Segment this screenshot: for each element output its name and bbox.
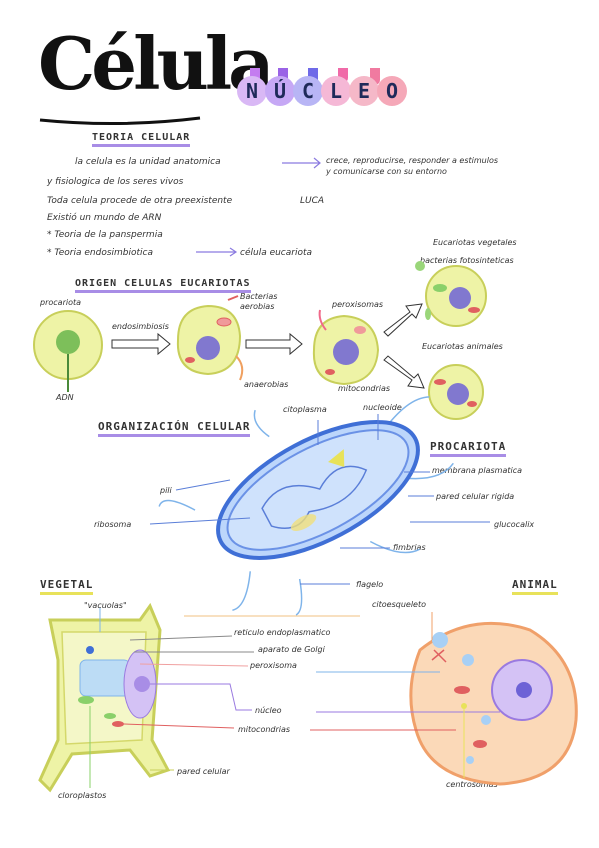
veg-vacuolas-label: "vacuolas" bbox=[84, 601, 127, 610]
org-ribosoma-label: ribosoma bbox=[94, 520, 132, 529]
nucleo-letter: O bbox=[377, 76, 407, 106]
origen-heading: ORIGEN CELULAS EUCARIOTAS bbox=[75, 278, 251, 293]
teoria-line1a: la celula es la unidad anatomica bbox=[75, 157, 221, 167]
origen-mitocondrias-label: mitocondrias bbox=[338, 384, 391, 393]
veg-golgi-label: aparato de Golgi bbox=[258, 645, 325, 654]
origen-endosimbiosis-label: endosimbiosis bbox=[112, 322, 169, 331]
nucleo-title: N Ú C L E O bbox=[235, 68, 407, 110]
org-pared-label: pared celular rigida bbox=[436, 492, 515, 501]
arrow-icon bbox=[383, 355, 425, 389]
veg-reticulo-label: reticulo endoplasmatico bbox=[234, 628, 331, 637]
veg-pared-label: pared celular bbox=[177, 767, 230, 776]
page-title: Célula bbox=[38, 21, 275, 106]
veg-mitocondrias-label: mitocondrias bbox=[238, 725, 291, 734]
arrow-icon bbox=[196, 247, 238, 257]
origen-euc-animales-label: Eucariotas animales bbox=[422, 342, 503, 351]
veg-nucleo-label: núcleo bbox=[255, 706, 282, 715]
ani-citoesqueleto-label: citoesqueleto bbox=[372, 600, 426, 609]
teoria-bullet1: * Teoria de la panspermia bbox=[47, 230, 163, 240]
animal-cell-illustration bbox=[409, 621, 578, 786]
procariota-cell-illustration bbox=[33, 310, 103, 392]
org-pili-label: pili bbox=[160, 486, 172, 495]
teoria-line3: Existió un mundo de ARN bbox=[47, 213, 162, 223]
origen-procariota-label: procariota bbox=[40, 298, 82, 307]
ani-centrosomas-label: centrosomas bbox=[446, 780, 498, 789]
origen-anaerobias-label: anaerobias bbox=[244, 380, 289, 389]
org-fimbrias-label: fimbrias bbox=[393, 543, 426, 552]
eucariota-illustration bbox=[312, 309, 380, 386]
teoria-arrow-text1: crece, reproducirse, responder a estimul… bbox=[326, 156, 499, 165]
arrow-icon bbox=[245, 332, 303, 356]
organizacion-heading: ORGANIZACIÓN CELULAR bbox=[98, 420, 251, 437]
org-nucleoide-label: nucleoide bbox=[363, 403, 402, 412]
vegetal-cell-illustration bbox=[38, 602, 171, 793]
vegetal-heading: VEGETAL bbox=[40, 578, 94, 595]
arrow-icon bbox=[111, 332, 171, 356]
origen-aerobias-label: aerobias bbox=[240, 302, 275, 311]
org-glucocalix-label: glucocalix bbox=[494, 520, 535, 529]
arrow-icon bbox=[282, 157, 321, 169]
veg-peroxisoma-label: peroxisoma bbox=[250, 661, 297, 670]
nucleo-letter: C bbox=[293, 76, 323, 106]
origen-bacterias-foto-label: bacterias fotosinteticas bbox=[420, 256, 514, 265]
origen-bacterias-label: Bacterias bbox=[240, 292, 278, 301]
teoria-bullet2: * Teoria endosimbiotica bbox=[47, 248, 153, 258]
procariota-heading: PROCARIOTA bbox=[430, 440, 507, 457]
teoria-bullet2-result: célula eucariota bbox=[240, 248, 313, 258]
arrow-icon bbox=[383, 303, 423, 337]
teoria-line1b: y fisiologica de los seres vivos bbox=[47, 177, 184, 187]
nucleo-letter: L bbox=[321, 76, 351, 106]
teoria-arrow-text2: y comunicarse con su entorno bbox=[326, 167, 447, 176]
org-membrana-label: membrana plasmatica bbox=[432, 466, 523, 475]
teoria-luca: LUCA bbox=[300, 196, 325, 206]
teoria-heading: TEORIA CELULAR bbox=[92, 132, 191, 147]
origen-adn-label: ADN bbox=[56, 393, 74, 402]
nucleo-letter: Ú bbox=[265, 76, 295, 106]
cell-bacteria-illustration bbox=[176, 295, 244, 381]
nucleo-letter: N bbox=[237, 76, 267, 106]
nucleo-letter: E bbox=[349, 76, 379, 106]
eucariota-vegetal-illustration bbox=[415, 261, 487, 327]
eucariota-animal-illustration bbox=[428, 364, 484, 420]
teoria-line2: Toda celula procede de otra preexistente bbox=[47, 196, 233, 206]
org-citoplasma-label: citoplasma bbox=[283, 405, 327, 414]
origen-euc-vegetales-label: Eucariotas vegetales bbox=[433, 238, 517, 247]
veg-cloroplastos-label: cloroplastos bbox=[58, 791, 107, 800]
origen-peroxisomas-label: peroxisomas bbox=[332, 300, 384, 309]
animal-heading: ANIMAL bbox=[512, 578, 558, 595]
procariota-big-illustration bbox=[158, 396, 454, 616]
org-flagelo-label: flagelo bbox=[356, 580, 384, 589]
